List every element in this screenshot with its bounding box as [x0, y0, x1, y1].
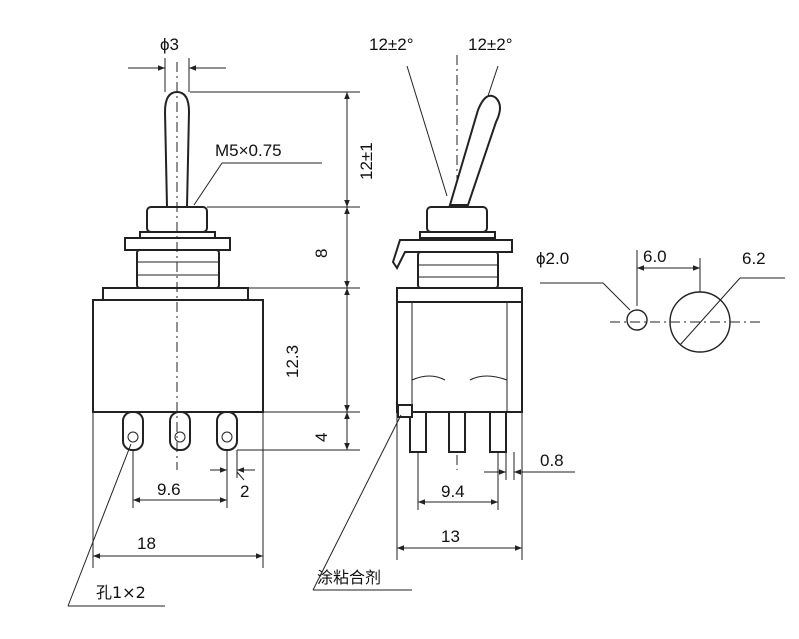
panel-cutout: ϕ2.0 6.0 6.2: [536, 247, 785, 353]
dim-terminal-pitch-front: 9.6: [133, 480, 227, 503]
label-terminal-pitch-side: 9.4: [441, 482, 465, 501]
locating-hole: [626, 309, 648, 331]
side-nut: [419, 231, 496, 239]
dim-body-width-side: 13: [397, 527, 522, 551]
front-bushing-base: [136, 249, 220, 289]
label-body-height: 12.3: [283, 345, 302, 378]
side-bushing-base: [417, 251, 499, 289]
label-shaft-diameter: ϕ3: [160, 35, 179, 54]
label-thread: M5×0.75: [215, 141, 282, 160]
side-washer: [391, 239, 513, 270]
dim-terminal-width: 2: [210, 467, 255, 501]
side-bushing-top: [426, 206, 488, 233]
side-view: [391, 55, 523, 560]
front-terminals: [122, 411, 238, 451]
label-terminal-width: 2: [240, 482, 249, 501]
dim-shaft-diameter: ϕ3: [128, 35, 226, 71]
label-glue-note: 涂粘合剂: [317, 568, 381, 587]
front-body-flange: [102, 287, 249, 301]
label-body-width-front: 18: [137, 534, 156, 553]
note-hole: 孔1×2: [67, 443, 165, 607]
label-terminal-pitch-front: 9.6: [157, 480, 181, 499]
front-view: [92, 58, 264, 568]
label-hole-diameter: ϕ2.0: [536, 249, 569, 268]
label-cutout-diameter: 6.2: [742, 249, 766, 268]
front-body: [92, 299, 264, 413]
label-hole-note: 孔1×2: [96, 583, 146, 602]
label-bushing-height: 8: [312, 249, 331, 258]
label-lever-length: 12±1: [357, 142, 376, 180]
dim-terminal-pitch-side: 9.4: [418, 482, 498, 505]
dim-vertical-chain: 12±1 8 12.3 4: [190, 91, 376, 451]
side-body: [396, 301, 523, 413]
note-glue: 涂粘合剂: [312, 414, 412, 591]
label-body-width-side: 13: [441, 527, 460, 546]
dim-body-width-front: 18: [93, 534, 263, 559]
label-terminal-thickness: 0.8: [540, 451, 564, 470]
side-terminals: [397, 404, 507, 453]
dim-thread: M5×0.75: [193, 141, 322, 206]
side-lever: [448, 94, 501, 206]
label-terminal-length: 4: [312, 433, 331, 442]
label-angle-right: 12±2°: [468, 35, 513, 54]
label-cutout-width: 6.0: [643, 247, 667, 266]
label-angle-left: 12±2°: [369, 35, 414, 54]
side-body-top: [396, 287, 523, 303]
dim-terminal-thickness: 0.8: [484, 451, 575, 475]
